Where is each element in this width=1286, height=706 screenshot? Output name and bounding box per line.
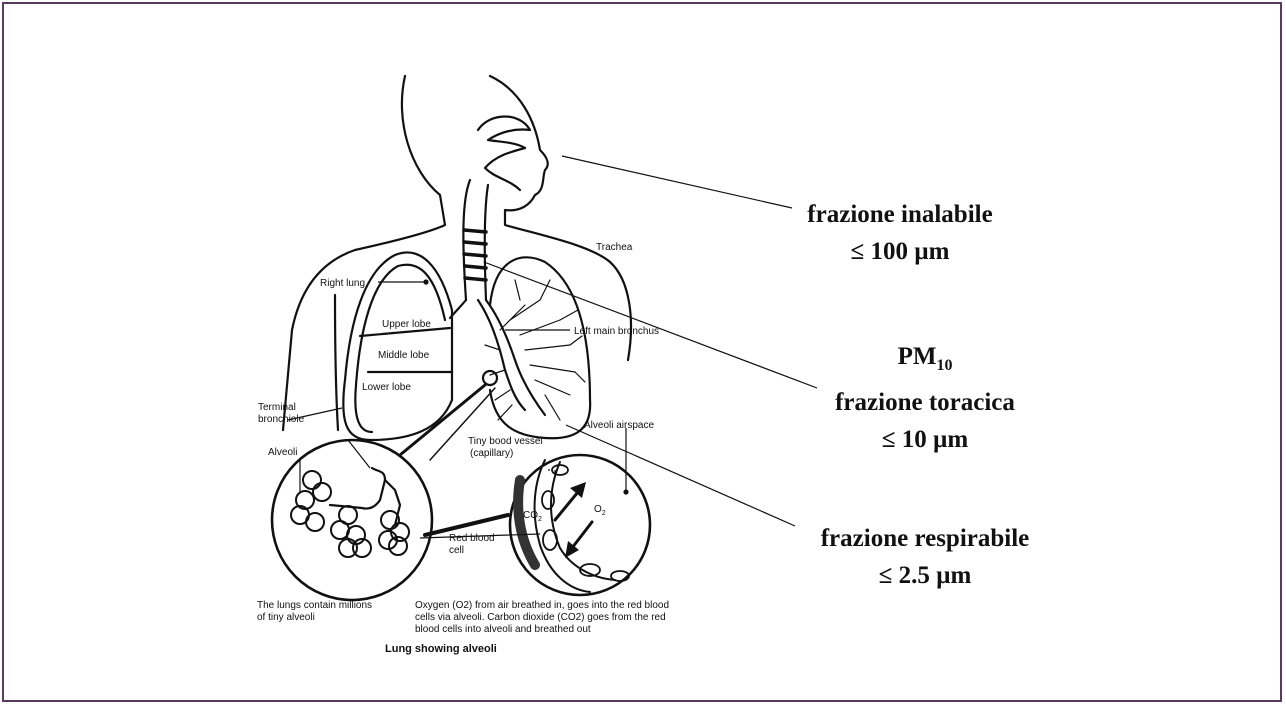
head-outline (283, 76, 445, 430)
alveoli-magnified-circle (272, 440, 432, 600)
fraction-thoracic-size: ≤ 10 µm (800, 421, 1050, 458)
label-o2: O2 (594, 504, 606, 517)
label-terminal-bronchiole-line2: bronchiole (258, 414, 305, 425)
label-trachea: Trachea (596, 242, 633, 253)
label-co2: CO2 (523, 510, 542, 523)
fraction-respirable-size: ≤ 2.5 µm (785, 557, 1065, 594)
fraction-inhalable-name: frazione inalabile (775, 196, 1025, 233)
label-left-main-bronchus: Left main bronchus (574, 326, 659, 337)
label-right-lung: Right lung (320, 278, 365, 289)
right-lung-inner (355, 265, 445, 432)
caption-left-line1: The lungs contain millions (257, 600, 372, 611)
fraction-respirable-name: frazione respirabile (785, 520, 1065, 557)
label-tiny-blood-vessel-line1: Tiny bood vessel (468, 436, 543, 447)
label-terminal-bronchiole-line1: Terminal (258, 402, 296, 413)
label-tiny-blood-vessel-line2: (capillary) (470, 448, 513, 459)
label-red-blood-cell-line1: Red blood (449, 533, 495, 544)
label-lower-lobe: Lower lobe (362, 382, 411, 393)
label-upper-lobe: Upper lobe (382, 319, 431, 330)
fraction-respirable: frazione respirabile ≤ 2.5 µm (785, 520, 1065, 594)
caption-right-line3: blood cells into alveoli and breathed ou… (415, 624, 591, 635)
fraction-inhalable-size: ≤ 100 µm (775, 233, 1025, 270)
caption-right-line1: Oxygen (O2) from air breathed in, goes i… (415, 600, 669, 611)
fraction-inhalable: frazione inalabile ≤ 100 µm (775, 196, 1025, 270)
terminal-bronchiole (330, 468, 385, 509)
label-middle-lobe: Middle lobe (378, 350, 430, 361)
label-red-blood-cell-line2: cell (449, 545, 464, 556)
caption-left-line2: of tiny alveoli (257, 612, 315, 623)
label-alveoli-airspace: Alveoli airspace (584, 420, 654, 431)
caption-right-line2: cells via alveoli. Carbon dioxide (CO2) … (415, 612, 666, 623)
label-alveoli: Alveoli (268, 447, 297, 458)
trachea (463, 180, 470, 300)
fraction-thoracic-name: frazione toracica (800, 384, 1050, 421)
nasal-cavity (478, 117, 530, 191)
fraction-thoracic-pm: PM10 (800, 338, 1050, 384)
face-profile (490, 76, 631, 360)
fraction-thoracic: PM10 frazione toracica ≤ 10 µm (800, 338, 1050, 458)
diagram-title: Lung showing alveoli (385, 643, 497, 655)
